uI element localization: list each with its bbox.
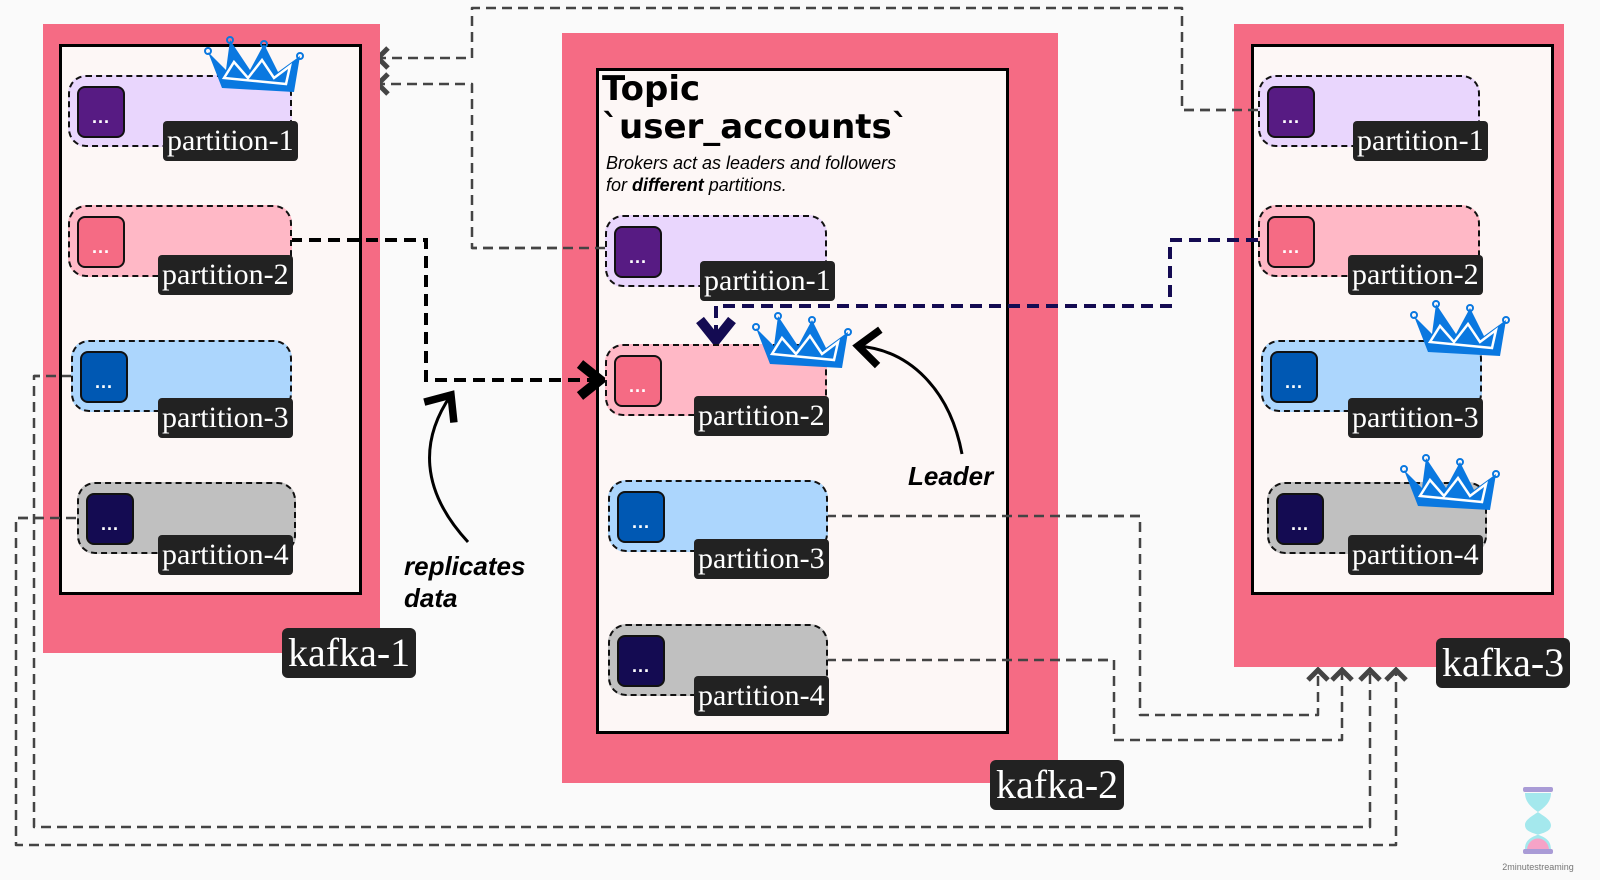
kafka-2-partition-1-label: partition-1 <box>700 261 835 301</box>
kafka-3-partition-4-label: partition-4 <box>1348 535 1483 575</box>
kafka-2-partition-4-log-icon: ... <box>617 635 665 687</box>
kafka-1-partition-1-label: partition-1 <box>163 121 298 161</box>
topic-title: Topic `user_accounts` <box>602 70 909 146</box>
kafka-1-partition-3-log-icon: ... <box>80 351 128 403</box>
kafka-2-label: kafka-2 <box>990 760 1125 810</box>
leader-crown-icon <box>204 36 304 92</box>
kafka-1-partition-3-label: partition-3 <box>158 398 293 438</box>
topic-subtitle-line2: for different partitions. <box>606 174 896 196</box>
topic-title-line1: Topic <box>602 69 701 109</box>
subtitle-for: for <box>606 175 633 195</box>
subtitle-post: partitions. <box>703 175 787 195</box>
topic-subtitle-line1: Brokers act as leaders and followers <box>606 153 897 173</box>
leader-crown-icon <box>1410 300 1510 356</box>
kafka-1-partition-2-log-icon: ... <box>77 216 125 268</box>
kafka-3-partition-4-log-icon: ... <box>1276 493 1324 545</box>
line-k3-p1-to-k1 <box>374 6 1258 112</box>
kafka-3-partition-1[interactable]: ... <box>1258 75 1480 147</box>
kafka-2-partition-2-label: partition-2 <box>694 396 829 436</box>
kafka-2-partition-3-log-icon: ... <box>617 491 665 543</box>
replicates-data-note: replicates data <box>404 550 525 614</box>
kafka-2-partition-2-log-icon: ... <box>614 355 662 407</box>
replicates-arrow-icon <box>423 390 470 544</box>
kafka-2-partition-1-log-icon: ... <box>614 226 662 278</box>
kafka-1-partition-1-log-icon: ... <box>77 86 125 138</box>
brand-logo: 2minutestreaming <box>1498 785 1578 875</box>
kafka-3-partition-2-log-icon: ... <box>1267 216 1315 268</box>
kafka-2-partition-4-label: partition-4 <box>694 676 829 716</box>
leader-note: Leader <box>908 461 994 491</box>
leader-crown-icon <box>752 312 852 368</box>
kafka-1-label: kafka-1 <box>282 628 417 678</box>
logo-text: 2minutestreaming <box>1502 862 1574 872</box>
replicates-line1: replicates <box>404 551 526 581</box>
leader-arrow-icon <box>852 326 964 455</box>
kafka-3-partition-1-label: partition-1 <box>1353 121 1488 161</box>
kafka-1-partition-4-log-icon: ... <box>86 493 134 545</box>
kafka-3-partition-1-log-icon: ... <box>1267 86 1315 138</box>
topic-title-line2: `user_accounts` <box>602 107 909 147</box>
kafka-1-partition-2-label: partition-2 <box>158 255 293 295</box>
topic-subtitle: Brokers act as leaders and followers for… <box>606 152 896 196</box>
leader-crown-icon <box>1400 454 1500 510</box>
kafka-3-label: kafka-3 <box>1436 638 1571 688</box>
kafka-1-partition-4-label: partition-4 <box>158 535 293 575</box>
replicates-line2: data <box>404 583 458 613</box>
subtitle-bold: different <box>632 175 704 195</box>
kafka-3-partition-3-label: partition-3 <box>1348 398 1483 438</box>
kafka-3-partition-3-log-icon: ... <box>1270 351 1318 403</box>
hourglass-icon <box>1523 787 1553 854</box>
kafka-3-partition-2-label: partition-2 <box>1348 255 1483 295</box>
kafka-2-partition-3-label: partition-3 <box>694 539 829 579</box>
